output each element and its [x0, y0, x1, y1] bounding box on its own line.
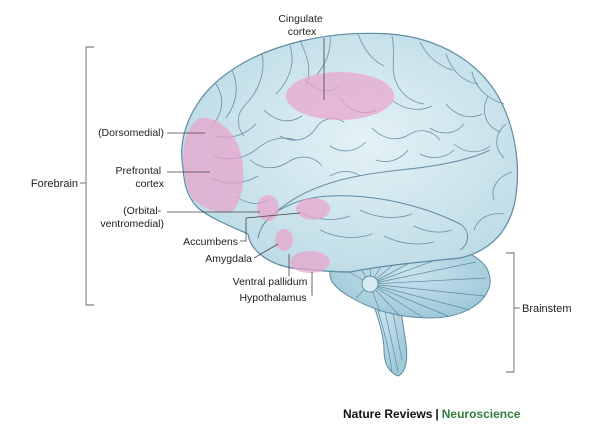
ventral-pallidum-label: Ventral pallidum: [233, 276, 308, 288]
forebrain-label: Forebrain: [31, 178, 78, 190]
amygdala-region: [275, 229, 293, 251]
hypothalamus-region: [290, 251, 330, 273]
forebrain-bracket: [85, 46, 94, 306]
sylvian-fissure: [261, 149, 491, 227]
orbital-label: (Orbital- ventromedial): [100, 205, 164, 230]
hypothalamus-label: Hypothalamus: [239, 292, 306, 304]
brainstem-label: Brainstem: [522, 303, 572, 315]
cerebellum-centre: [361, 275, 379, 293]
amygdala-leader: [253, 243, 279, 259]
highlighted-regions: [183, 72, 394, 273]
prefrontal-region: [183, 117, 244, 213]
cingulate-label: Cingulate cortex: [278, 13, 325, 38]
cingulate-region: [286, 72, 394, 120]
accumbens-region: [296, 198, 330, 220]
accumbens-leader: [240, 212, 301, 242]
brainstem-bracket: [506, 252, 515, 373]
prefrontal-label: Prefrontal cortex: [116, 165, 165, 190]
orbital-region: [257, 195, 279, 221]
journal-name: Neuroscience: [441, 407, 521, 421]
dorsomedial-label: (Dorsomedial): [98, 127, 164, 139]
journal-credit: Nature Reviews|Neuroscience: [343, 407, 520, 421]
publisher-name: Nature Reviews: [343, 407, 433, 421]
accumbens-label: Accumbens: [183, 236, 238, 248]
credit-separator: |: [435, 407, 439, 421]
amygdala-label: Amygdala: [205, 253, 252, 265]
temporal-lobe-edge: [257, 195, 468, 251]
